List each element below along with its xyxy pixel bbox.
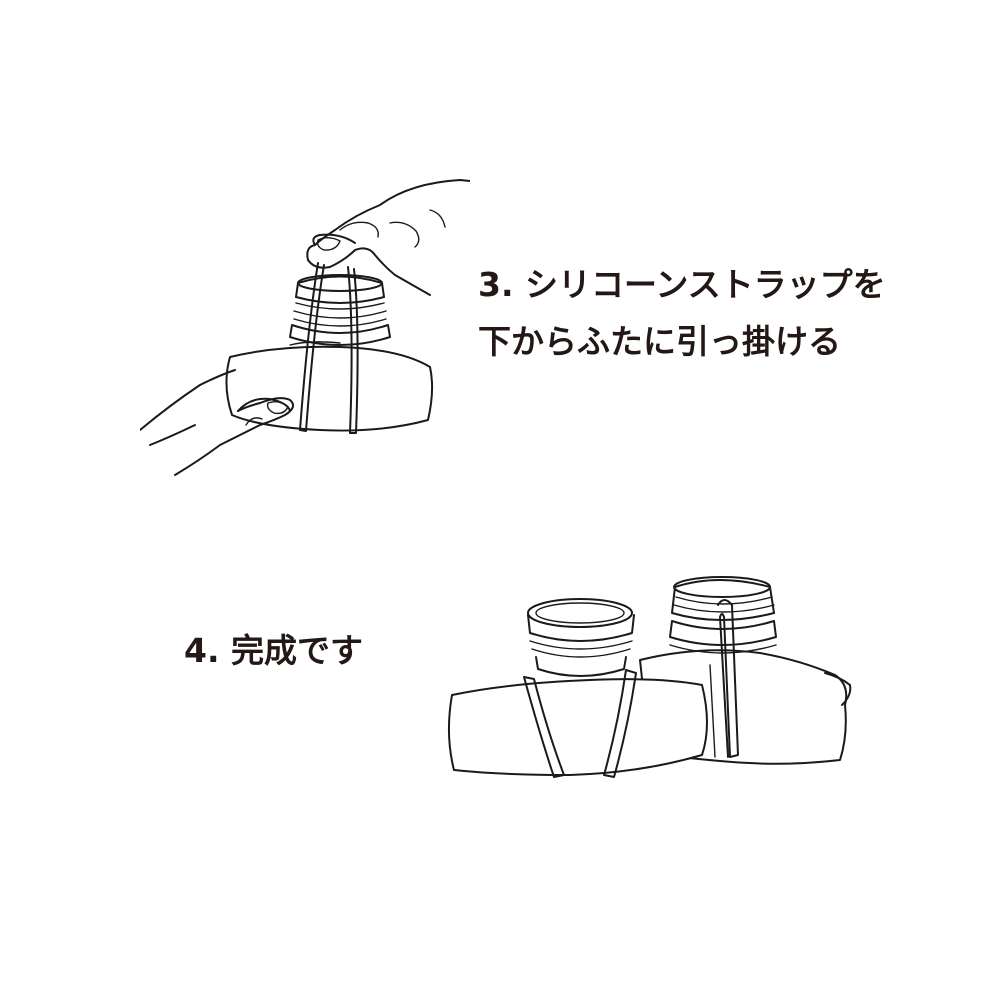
right-bottle-ear bbox=[824, 672, 852, 706]
bottle-cap bbox=[289, 274, 391, 346]
step3-text-line2: 下からふたに引っ掛ける bbox=[478, 322, 841, 361]
step4-text: 4. 完成です bbox=[184, 631, 363, 670]
step3-illustration bbox=[140, 179, 470, 476]
upper-hand-knuckle bbox=[389, 221, 420, 248]
lower-thumbnail bbox=[266, 400, 289, 415]
upper-hand-knuckle-2 bbox=[429, 209, 446, 228]
left-bottle-cap bbox=[527, 598, 635, 677]
left-strap-b bbox=[603, 669, 637, 778]
silicone-strap-right bbox=[347, 266, 359, 434]
left-bottle-body bbox=[447, 678, 708, 776]
upper-thumb bbox=[312, 233, 356, 246]
lower-hand-knuckle bbox=[245, 417, 263, 426]
lower-hand-palm bbox=[174, 397, 295, 476]
lower-hand-wrist bbox=[149, 424, 196, 446]
right-strap bbox=[717, 599, 739, 758]
upper-hand-finger bbox=[339, 221, 379, 238]
bottle-fold bbox=[289, 341, 341, 346]
silicone-strap-left bbox=[299, 262, 325, 432]
left-strap-a bbox=[523, 676, 565, 778]
step4-illustration bbox=[447, 576, 852, 778]
upper-hand bbox=[306, 179, 470, 296]
lower-hand bbox=[140, 369, 236, 431]
step3-text-line1: 3. シリコーンストラップを bbox=[478, 265, 886, 304]
bottle-body bbox=[225, 345, 434, 432]
upper-thumbnail bbox=[316, 237, 341, 251]
